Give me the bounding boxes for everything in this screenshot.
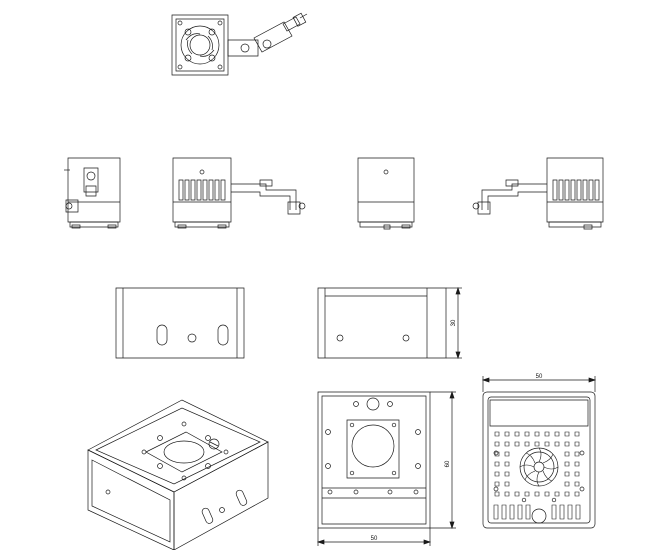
top-view-plate: 60 50 bbox=[318, 392, 456, 546]
width-dimension-50-top: 50 bbox=[483, 374, 595, 392]
height-dimension-30: 30 bbox=[446, 288, 462, 358]
vent-grid bbox=[495, 432, 579, 496]
cooling-fins-rear bbox=[553, 180, 599, 200]
front-elevation-fins bbox=[173, 158, 305, 228]
width-dimension-50-bottom: 50 bbox=[318, 528, 430, 546]
fan-grille-view: 50 bbox=[483, 374, 595, 528]
height-dimension-60: 60 bbox=[430, 392, 456, 528]
dimension-label-50-bottom: 50 bbox=[371, 536, 378, 542]
top-plan-view bbox=[172, 13, 307, 75]
side-elevation-left bbox=[64, 158, 120, 228]
bottom-fins bbox=[494, 505, 580, 519]
dimension-label-60: 60 bbox=[445, 460, 451, 467]
fan-blades bbox=[520, 448, 558, 486]
dimension-label-50-top: 50 bbox=[536, 374, 543, 380]
dimension-label-30: 30 bbox=[451, 319, 457, 326]
isometric-view bbox=[88, 400, 268, 550]
housing-shell-slots-view bbox=[116, 288, 244, 358]
rear-elevation-fins bbox=[473, 158, 603, 229]
cooling-fins bbox=[179, 180, 225, 200]
back-elevation bbox=[358, 158, 414, 229]
housing-shell-dimension-view: 30 bbox=[318, 288, 462, 358]
